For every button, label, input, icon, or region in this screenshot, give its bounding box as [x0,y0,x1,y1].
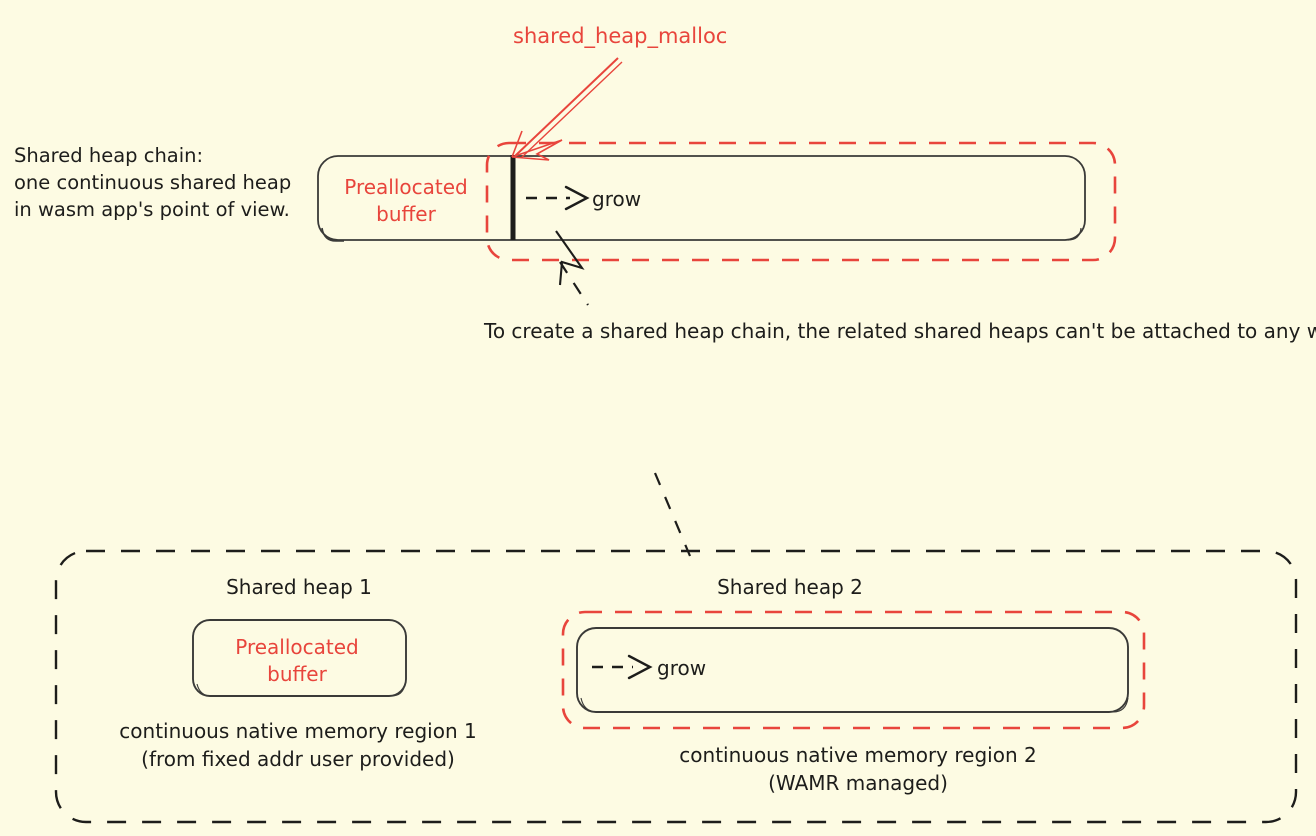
malloc-pointer-arrowhead [511,139,563,161]
top-preallocated-buffer-label: Preallocated buffer [344,175,468,226]
malloc-pointer-line-b [520,61,623,159]
top-memory-bar-corner-accent [321,227,344,242]
top-memory-bar-corner-accent-2 [1067,227,1082,241]
top-grow-arrow-head [564,185,590,211]
shared-heap-2-box-corner-accent [580,697,1129,713]
shared-heap-2-caption: continuous native memory region 2 (WAMR … [679,743,1037,795]
shared-heap-2-title: Shared heap 2 [717,575,863,599]
shared-heap-malloc-label: shared_heap_malloc [513,24,728,48]
shared-heap-2-red-dashed-region [561,610,1146,730]
middle-note-arrow-head [555,230,585,286]
note-to-region-connector [653,472,692,557]
top-red-dashed-region [485,141,1117,262]
malloc-pointer-arrowhead-wing [511,130,523,158]
shared-heap-chain-constraint-note: To create a shared heap chain, the relat… [484,319,1316,343]
shared-heap-1-caption: continuous native memory region 1 (from … [119,719,477,771]
shared-heap-chain-description: Shared heap chain: one continuous shared… [14,144,292,221]
bottom-grow-arrow-head [627,654,653,680]
shared-heap-1-box-label: Preallocated buffer [235,635,359,686]
malloc-pointer-line-a [514,57,619,157]
shared-heap-1-title: Shared heap 1 [226,575,372,599]
top-grow-label: grow [592,187,642,211]
shared-heap-2-grow-label: grow [657,656,707,680]
middle-note-arrow-shaft [559,261,589,306]
